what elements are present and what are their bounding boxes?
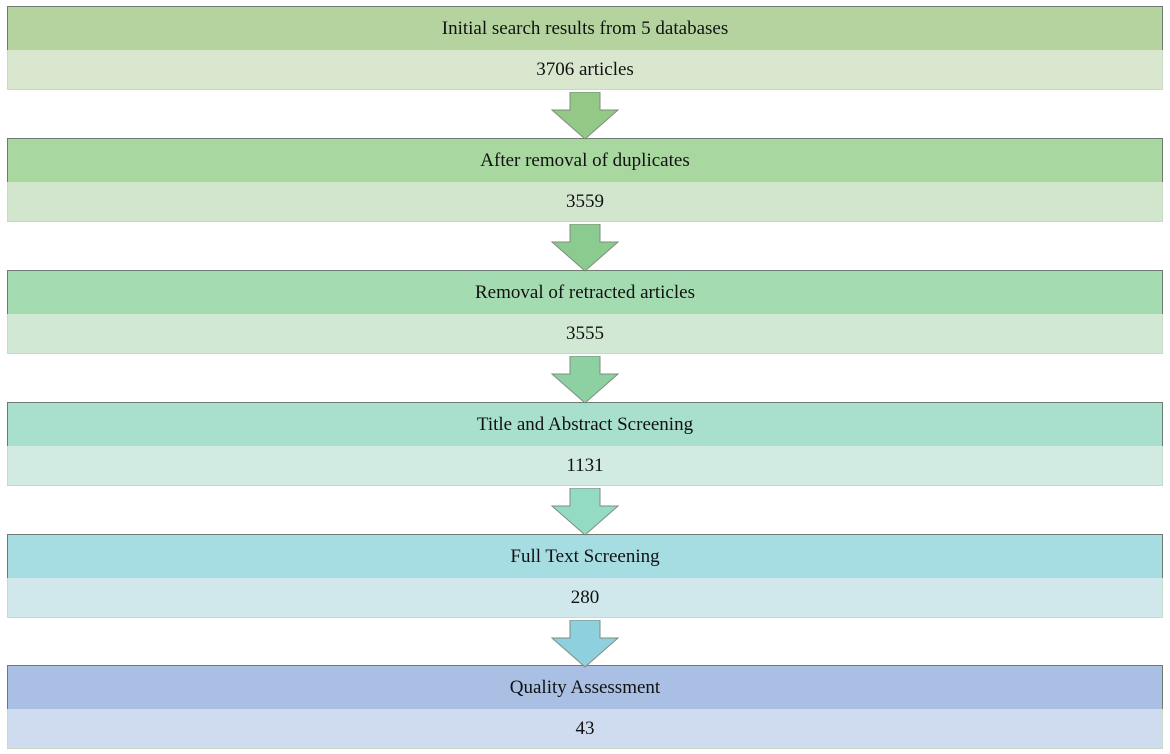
stage-quality-assessment: Quality Assessment 43 <box>7 665 1163 749</box>
down-arrow-icon <box>550 620 620 668</box>
stage-title: Quality Assessment <box>7 665 1163 709</box>
stage-title-abstract-screening: Title and Abstract Screening 1131 <box>7 402 1163 486</box>
stage-title: Initial search results from 5 databases <box>7 6 1163 50</box>
down-arrow-icon <box>550 92 620 140</box>
stage-duplicates-removed: After removal of duplicates 3559 <box>7 138 1163 222</box>
stage-title: Removal of retracted articles <box>7 270 1163 314</box>
stage-title: After removal of duplicates <box>7 138 1163 182</box>
stage-retracted-removed: Removal of retracted articles 3555 <box>7 270 1163 354</box>
down-arrow-icon <box>550 224 620 272</box>
stage-count: 3555 <box>7 314 1163 354</box>
stage-initial-search: Initial search results from 5 databases … <box>7 6 1163 90</box>
stage-count: 43 <box>7 709 1163 749</box>
stage-count: 280 <box>7 578 1163 618</box>
stage-count: 3706 articles <box>7 50 1163 90</box>
stage-title: Title and Abstract Screening <box>7 402 1163 446</box>
stage-title: Full Text Screening <box>7 534 1163 578</box>
down-arrow-icon <box>550 356 620 404</box>
stage-count: 3559 <box>7 182 1163 222</box>
stage-count: 1131 <box>7 446 1163 486</box>
stage-full-text-screening: Full Text Screening 280 <box>7 534 1163 618</box>
down-arrow-icon <box>550 488 620 536</box>
